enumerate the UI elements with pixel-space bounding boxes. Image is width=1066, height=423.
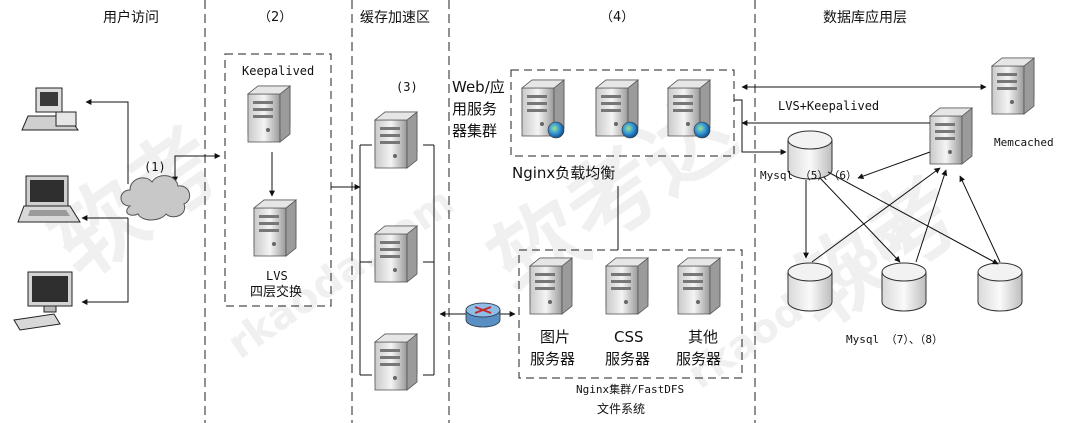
server-icon: [253, 199, 297, 257]
header-user-access: 用户访问: [103, 10, 159, 26]
label-web-app-2: 用服务: [452, 100, 498, 118]
label-mysql-5-6: Mysql （5）、（6）: [760, 169, 857, 182]
server-icon: [991, 57, 1035, 115]
label-image-server-2: 服务器: [530, 350, 576, 368]
label-mysql-7-8: Mysql （7）、（8）: [846, 333, 943, 346]
lvs-group-box: [224, 53, 332, 307]
web-server-icon: [596, 80, 638, 138]
label-lvs-keepalived: LVS+Keepalived: [778, 99, 880, 113]
label-zone-1: (1): [144, 160, 166, 174]
label-other-server-1: 其他: [688, 328, 719, 346]
server-icon: [374, 225, 418, 283]
label-nginx-cluster: Nginx集群/FastDFS: [576, 383, 685, 396]
label-web-app-3: 器集群: [452, 122, 498, 140]
client-links: [81, 99, 221, 305]
header-db-layer: 数据库应用层: [823, 10, 907, 26]
header-cache-zone: 缓存加速区: [360, 10, 430, 26]
label-css-server-1: CSS: [614, 328, 644, 346]
server-icon: [929, 107, 973, 165]
server-icon: [605, 257, 649, 315]
server-icon: [247, 85, 291, 143]
label-web-app-1: Web/应: [452, 78, 505, 96]
monitor-icon: [13, 271, 73, 331]
web-server-icon: [522, 80, 564, 138]
web-server-icon: [668, 80, 710, 138]
file-cluster-box: [518, 249, 743, 379]
cache-bracket: [359, 144, 435, 376]
label-memcached: Memcached: [994, 136, 1054, 149]
group-boxes: [224, 53, 743, 379]
watermark: 软考 软考达 软考 rkaoda.com rkaoda.com: [32, 77, 980, 398]
server-icon: [374, 111, 418, 169]
label-image-server-1: 图片: [540, 328, 571, 346]
router-icon: [465, 302, 501, 328]
server-icon: [677, 257, 721, 315]
label-zone-3: (3): [396, 80, 418, 94]
cloud-icon: [120, 175, 191, 221]
database-icon: [787, 262, 833, 312]
label-four-layer-switch: 四层交换: [250, 285, 303, 300]
header-zone-2: （2）: [258, 10, 293, 25]
server-icon: [529, 257, 573, 315]
web-db-link: [734, 99, 787, 155]
desktop-computer-icon: [21, 87, 79, 131]
replication-links: [803, 151, 1001, 265]
database-icon: [881, 262, 927, 312]
server-icon: [374, 333, 418, 391]
label-keepalived: Keepalived: [242, 64, 315, 78]
label-lvs: LVS: [266, 269, 288, 283]
header-zone-4: （4）: [600, 10, 635, 25]
laptop-icon: [17, 175, 81, 223]
zone-separators: [204, 0, 756, 423]
label-nginx-lb: Nginx负载均衡: [512, 164, 616, 182]
label-file-system: 文件系统: [597, 402, 646, 416]
label-other-server-2: 服务器: [676, 350, 722, 368]
database-icon: [977, 262, 1023, 312]
label-css-server-2: 服务器: [605, 350, 651, 368]
web-cluster-box: [510, 69, 735, 157]
